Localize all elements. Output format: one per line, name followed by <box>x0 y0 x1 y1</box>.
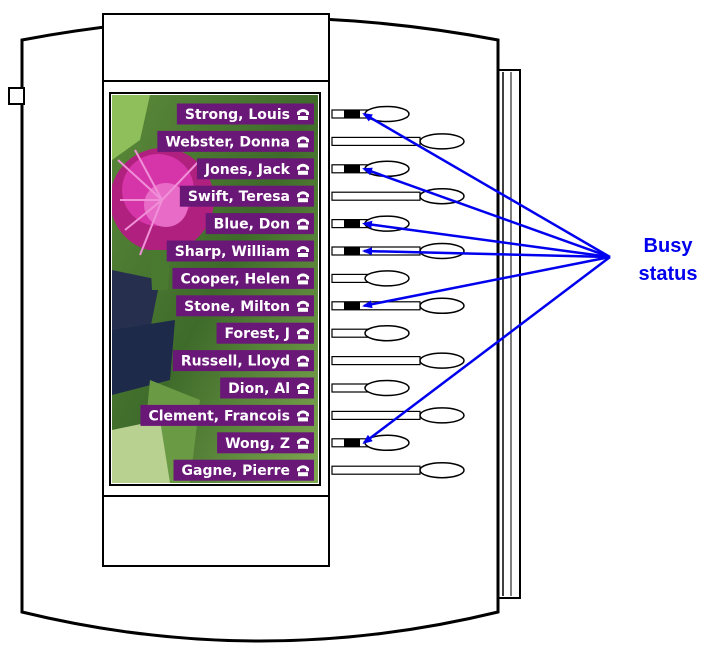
busy-indicator <box>344 165 360 173</box>
busy-indicator <box>344 439 360 447</box>
contact-name: Clement, Francois <box>148 408 290 424</box>
contact-name: Russell, Lloyd <box>181 354 290 370</box>
contact-label: Russell, Lloyd <box>173 350 314 371</box>
contact-label: Swift, Teresa <box>180 186 314 207</box>
contact-name: Sharp, William <box>175 244 290 260</box>
contact-label: Blue, Don <box>206 213 314 234</box>
contact-label: Webster, Donna <box>157 131 314 152</box>
contact-label: Sharp, William <box>167 241 314 262</box>
contact-name: Jones, Jack <box>204 162 291 178</box>
contact-name: Webster, Donna <box>165 134 290 150</box>
contact-label: Clement, Francois <box>140 405 314 426</box>
busy-indicator <box>344 302 360 310</box>
contact-name: Strong, Louis <box>185 107 290 123</box>
contact-name: Wong, Z <box>225 436 290 452</box>
contact-label: Gagne, Pierre <box>174 460 314 481</box>
contact-name: Blue, Don <box>214 217 290 233</box>
contact-label: Stone, Milton <box>176 295 314 316</box>
contact-label: Forest, J <box>217 323 314 344</box>
contact-label: Wong, Z <box>217 432 314 453</box>
annotation-line1: Busy <box>644 235 694 257</box>
busy-indicator <box>344 110 360 118</box>
contact-name: Dion, Al <box>228 381 290 397</box>
busy-indicator <box>344 220 360 228</box>
contact-label: Jones, Jack <box>197 158 314 179</box>
contact-label: Cooper, Helen <box>172 268 314 289</box>
contact-name: Cooper, Helen <box>180 271 290 287</box>
busy-status-annotation: Busy status <box>639 235 698 285</box>
contact-label: Strong, Louis <box>177 104 314 125</box>
busy-indicator <box>344 247 360 255</box>
side-connector <box>9 88 24 104</box>
annotation-line2: status <box>639 263 698 285</box>
contact-label: Dion, Al <box>220 378 314 399</box>
contact-name: Stone, Milton <box>184 299 290 315</box>
contact-name: Forest, J <box>225 326 290 342</box>
contact-name: Swift, Teresa <box>188 189 290 205</box>
contact-name: Gagne, Pierre <box>182 463 290 479</box>
